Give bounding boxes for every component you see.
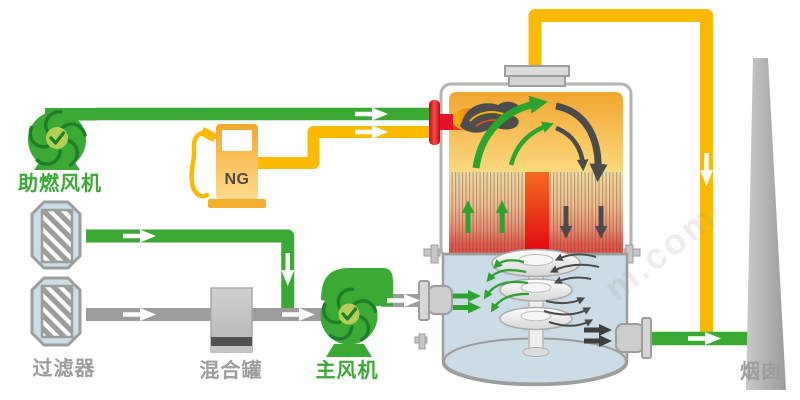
chimney: [746, 58, 786, 390]
filter-label: 过滤器: [33, 357, 96, 380]
bed-flow-arrows: [461, 200, 608, 239]
inlet-flow-arrows: [453, 290, 481, 314]
flow-arrow-icon: [700, 153, 713, 186]
burner-tube: [439, 114, 453, 130]
mixing-tank: [210, 287, 253, 353]
mixing-tank-band: [211, 337, 252, 346]
heat-bed-right-texture: [549, 172, 623, 256]
filter-1: [30, 200, 82, 270]
flow-arrow-icon: [281, 253, 295, 286]
chamber-circulation-arrows: [472, 95, 608, 183]
dispenser-screen: [222, 130, 252, 151]
pipe-flow-arrows: [123, 107, 721, 345]
dispenser-base: [208, 199, 266, 208]
furnace-top-flange: [504, 65, 570, 77]
flame-icon: [452, 101, 521, 133]
flow-arrow-icon: [282, 308, 315, 321]
quench-tank: [414, 248, 652, 387]
tank-swirl-arrows-green: [483, 259, 530, 313]
side-bracket-left: [423, 244, 441, 264]
mixing-tank-base: [211, 346, 252, 352]
flow-arrow-icon: [123, 229, 156, 243]
check-icon: [49, 131, 66, 145]
ng-label: NG: [225, 171, 250, 188]
fan-blades-icon: [322, 287, 378, 342]
ng-fuel-pipe: [258, 126, 430, 169]
fan-base: [34, 158, 80, 170]
main-fan-label: 主风机: [316, 358, 379, 382]
fuel-dispenser-icon: NG: [189, 124, 266, 208]
fuel-nozzle: [200, 127, 217, 142]
heat-bed-left-texture: [449, 172, 525, 256]
flow-arrow-icon: [355, 125, 388, 139]
fan-blades-icon: [28, 110, 87, 167]
filter-cartridge-icon: [40, 284, 74, 339]
chimney-label: 烟囱: [740, 359, 782, 383]
filter-cartridge-icon: [40, 208, 74, 264]
flow-arrow-icon: [355, 107, 388, 121]
outlet-flow-arrows: [584, 324, 612, 347]
flow-arrow-icon: [123, 308, 156, 321]
burner-assembly: [429, 100, 453, 145]
fan-base: [326, 344, 372, 357]
combustion-fan-label: 助燃风机: [18, 171, 102, 195]
flow-arrow-icon: [387, 294, 420, 307]
tank-bracket: [414, 333, 428, 350]
tank-outlet-flange: [615, 317, 652, 359]
tank-inlet-flange: [418, 280, 453, 321]
oxidizer-furnace: [423, 65, 641, 264]
hot-gas-column: [525, 172, 549, 252]
tank-swirl-arrows-dark: [543, 253, 600, 327]
combustion-fan: [28, 108, 97, 170]
mixing-tank-label: 混合罐: [200, 358, 263, 382]
fuel-hose: [189, 130, 218, 199]
filter-2: [30, 276, 82, 347]
burner-flange: [429, 100, 440, 145]
fan-hub: [46, 127, 68, 149]
check-icon: [341, 307, 358, 321]
main-fan: [320, 268, 393, 357]
flow-arrow-icon: [688, 332, 721, 345]
